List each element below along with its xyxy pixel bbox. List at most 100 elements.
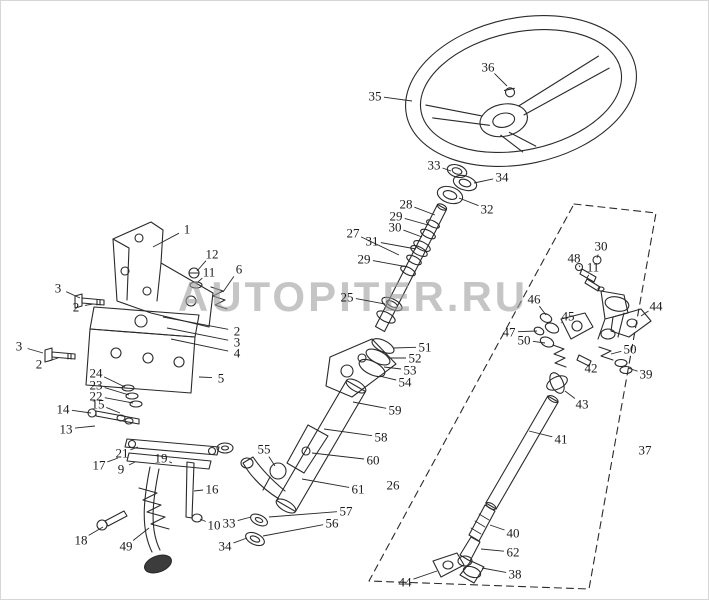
bolt-upper-left <box>74 293 105 309</box>
part-number-30: 30 <box>389 220 402 235</box>
part-number-26: 26 <box>387 478 401 493</box>
leader-line <box>403 229 423 238</box>
part-number-40: 40 <box>507 526 520 541</box>
part-number-2: 2 <box>73 300 80 315</box>
part-number-41: 41 <box>555 432 568 447</box>
leader-line <box>130 446 139 451</box>
part-number-27: 27 <box>347 226 361 241</box>
part-number-58: 58 <box>375 430 388 445</box>
universal-joint <box>546 372 568 394</box>
leader-line <box>378 375 397 381</box>
part-number-42: 42 <box>585 361 598 376</box>
lower-yoke-and-washers <box>240 456 286 547</box>
part-number-16: 16 <box>206 482 220 497</box>
leader-line <box>560 322 562 324</box>
return-spring <box>138 487 170 530</box>
column-tube <box>262 378 367 514</box>
part-number-3: 3 <box>234 335 241 350</box>
exploded-view-drawing <box>44 15 657 590</box>
part-number-10: 10 <box>208 518 221 533</box>
leader-line <box>442 167 452 172</box>
part-number-24: 24 <box>90 366 104 381</box>
part-number-4: 4 <box>234 346 241 361</box>
leader-line <box>198 376 213 379</box>
leader-line <box>199 518 206 522</box>
leader-line <box>383 366 402 370</box>
leader-line <box>578 265 581 268</box>
leader-line <box>301 478 350 488</box>
leader-line <box>71 409 92 414</box>
leader-line <box>222 276 235 293</box>
leader-line <box>27 348 44 354</box>
part-number-21: 21 <box>116 446 129 461</box>
pull-rod <box>185 461 195 519</box>
part-number-22: 22 <box>90 389 103 404</box>
leader-line <box>640 310 649 317</box>
bracket-fasteners <box>188 267 228 310</box>
leader-line <box>132 527 150 541</box>
steering-wheel <box>405 15 637 167</box>
part-number-28: 28 <box>400 197 413 212</box>
lower-universal-joint <box>432 536 485 584</box>
leader-line <box>489 524 505 531</box>
leader-line <box>104 387 130 396</box>
part-number-1: 1 <box>184 222 191 237</box>
part-number-57: 57 <box>340 504 354 519</box>
upper-bearing-stack <box>436 163 478 205</box>
leader-line <box>532 340 546 344</box>
part-number-23: 23 <box>90 378 103 393</box>
leader-line <box>372 260 409 268</box>
part-number-32: 32 <box>481 202 494 217</box>
part-number-50: 50 <box>518 333 531 348</box>
leader-line <box>170 338 229 352</box>
coupling-parts <box>533 308 652 375</box>
leader-line <box>481 567 507 573</box>
leader-line <box>196 260 207 272</box>
part-number-33: 33 <box>223 516 236 531</box>
leader-line <box>414 206 436 216</box>
leader-line <box>268 511 338 518</box>
leader-line <box>627 367 638 372</box>
part-number-18: 18 <box>75 533 88 548</box>
leader-line <box>360 236 400 256</box>
leader-line <box>237 516 252 522</box>
leader-line <box>380 242 417 250</box>
leader-line <box>539 305 547 316</box>
part-number-38: 38 <box>509 567 522 582</box>
leader-line <box>610 350 622 355</box>
part-number-35: 35 <box>369 89 382 104</box>
leader-line <box>74 425 96 429</box>
part-number-56: 56 <box>326 516 340 531</box>
part-number-3: 3 <box>16 339 23 354</box>
leader-line <box>104 397 134 404</box>
part-number-52: 52 <box>409 351 422 366</box>
leader-line <box>193 489 204 492</box>
leader-line <box>311 452 365 460</box>
part-number-47: 47 <box>503 325 517 340</box>
dashed-boundary <box>368 203 657 590</box>
leader-line <box>404 217 429 226</box>
leader-line <box>355 298 386 305</box>
upper-bracket <box>112 221 214 328</box>
part-number-11: 11 <box>587 260 600 275</box>
part-number-49: 49 <box>120 539 133 554</box>
part-number-31: 31 <box>366 234 379 249</box>
leader-line <box>169 461 173 464</box>
part-number-53: 53 <box>404 363 417 378</box>
part-number-48: 48 <box>568 251 581 266</box>
leader-line <box>586 274 590 279</box>
part-number-30: 30 <box>595 239 608 254</box>
part-number-62: 62 <box>507 545 520 560</box>
part-number-5: 5 <box>218 371 225 386</box>
leader-line <box>166 327 229 341</box>
leader-line <box>494 73 508 87</box>
part-number-29: 29 <box>390 209 403 224</box>
part-number-2: 2 <box>234 324 241 339</box>
part-number-61: 61 <box>352 482 365 497</box>
part-number-14: 14 <box>57 402 71 417</box>
leader-line <box>262 524 324 537</box>
leader-line <box>473 178 494 184</box>
part-number-12: 12 <box>206 247 219 262</box>
